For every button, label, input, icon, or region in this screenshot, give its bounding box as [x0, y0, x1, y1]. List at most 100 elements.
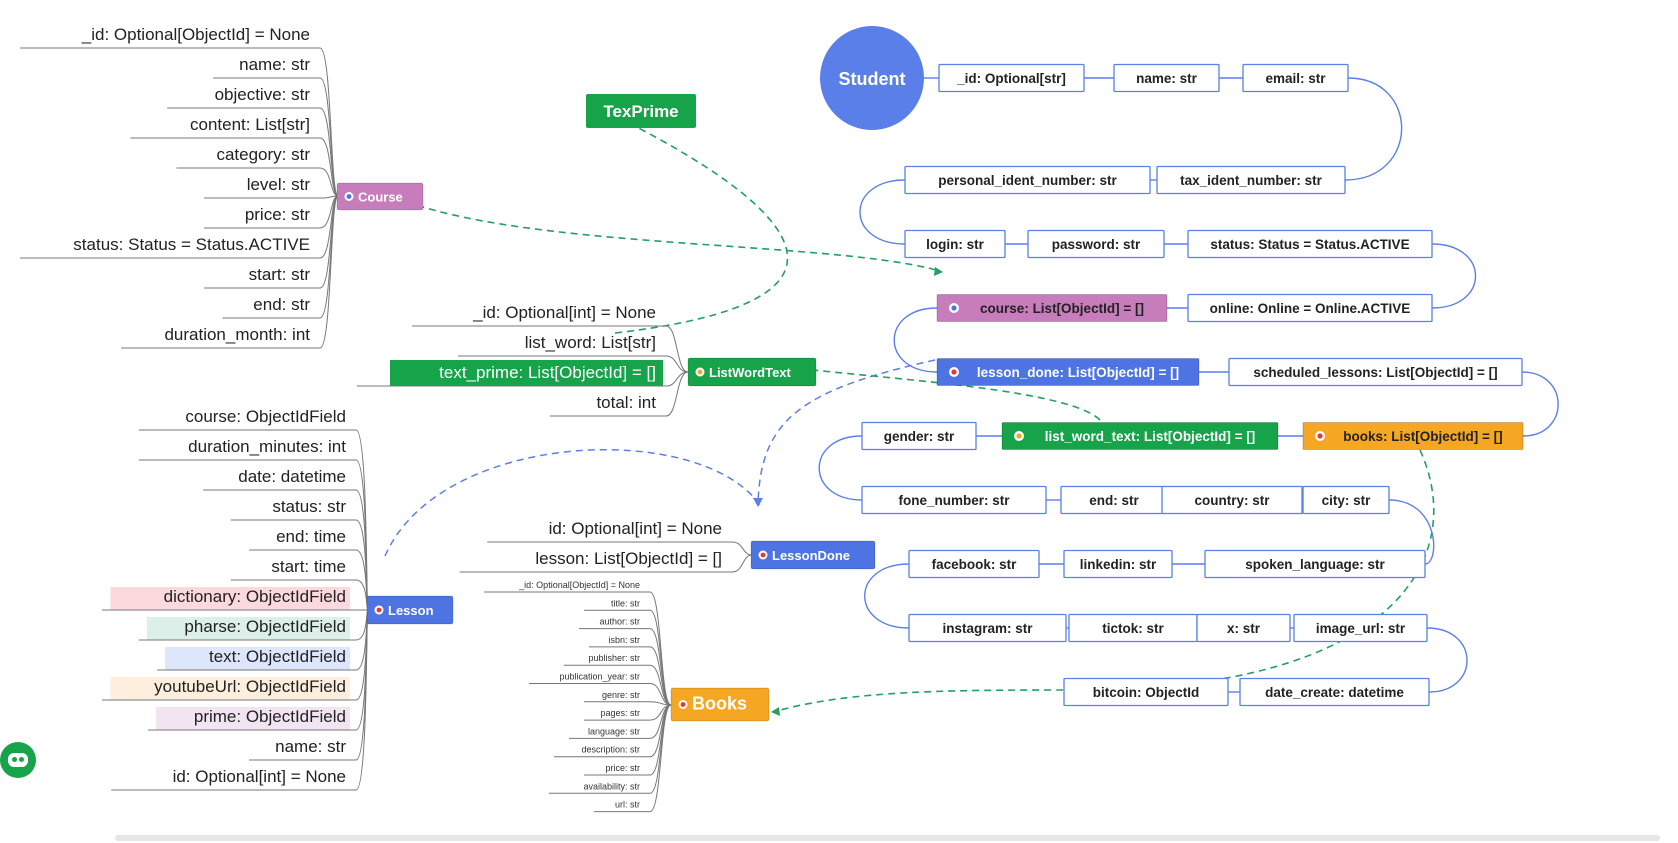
listwordtext-node-box[interactable] [687, 357, 817, 387]
student-field-box[interactable]: lesson_done: List[ObjectId] = [] [936, 358, 1200, 386]
books-field[interactable]: pages: str [600, 708, 640, 718]
student-field-rect[interactable] [1302, 422, 1524, 450]
student-field-box[interactable]: course: List[ObjectId] = [] [936, 294, 1168, 322]
books-field[interactable]: language: str [588, 726, 640, 736]
student-field-rect[interactable] [1161, 485, 1303, 515]
books-field[interactable]: price: str [605, 763, 640, 773]
assistant-bot-button[interactable] [0, 742, 36, 778]
student-field-rect[interactable] [936, 294, 1168, 322]
student-circle[interactable] [820, 26, 924, 130]
lesson-field[interactable]: duration_minutes: int [188, 437, 346, 456]
lesson-field[interactable]: course: ObjectIdField [185, 407, 346, 426]
books-field[interactable]: publication_year: str [559, 672, 640, 682]
student-field-rect[interactable] [1239, 677, 1430, 707]
lessondone-field[interactable]: lesson: List[ObjectId] = [] [535, 549, 722, 568]
course-field[interactable]: name: str [239, 55, 310, 74]
lesson-field[interactable]: end: time [276, 527, 346, 546]
lesson-node-box[interactable] [366, 595, 454, 625]
course-node-box[interactable] [336, 182, 424, 211]
student-field-box[interactable]: x: str [1196, 613, 1291, 643]
student-field-rect[interactable] [936, 358, 1200, 386]
student-field-box[interactable]: tax_ident_number: str [1156, 165, 1346, 195]
student-field-box[interactable]: login: str [904, 229, 1006, 259]
student-field-box[interactable]: password: str [1027, 229, 1165, 259]
student-field-rect[interactable] [1293, 613, 1428, 643]
student-field-box[interactable]: instagram: str [908, 613, 1067, 643]
student-field-box[interactable]: online: Online = Online.ACTIVE [1187, 293, 1433, 323]
course-field[interactable]: end: str [253, 295, 310, 314]
student-field-rect[interactable] [1187, 229, 1433, 259]
course-field[interactable]: _id: Optional[ObjectId] = None [81, 25, 310, 44]
student-field-box[interactable]: email: str [1242, 63, 1349, 93]
texprime-node[interactable]: TexPrime [586, 94, 696, 128]
books-field[interactable]: author: str [599, 617, 640, 627]
student-field-rect[interactable] [904, 165, 1151, 195]
lessondone-field[interactable]: id: Optional[int] = None [549, 519, 722, 538]
books-field[interactable]: url: str [615, 800, 640, 810]
student-field-box[interactable]: name: str [1113, 63, 1220, 93]
student-field-rect[interactable] [904, 229, 1006, 259]
student-field-box[interactable]: spoken_language: str [1204, 549, 1426, 579]
course-field[interactable]: content: List[str] [190, 115, 310, 134]
lesson-field[interactable]: status: str [272, 497, 346, 516]
books-field[interactable]: publisher: str [588, 653, 640, 663]
course-field[interactable]: price: str [245, 205, 311, 224]
books-node-box[interactable] [670, 687, 770, 722]
student-field-rect[interactable] [1302, 485, 1390, 515]
student-field-box[interactable]: bitcoin: ObjectId [1063, 677, 1229, 707]
books-field[interactable]: availability: str [583, 781, 640, 791]
student-field-rect[interactable] [1196, 613, 1291, 643]
student-field-box[interactable]: personal_ident_number: str [904, 165, 1151, 195]
texprime-node-box[interactable] [586, 94, 696, 128]
student-field-box[interactable]: status: Status = Status.ACTIVE [1187, 229, 1433, 259]
student-field-rect[interactable] [908, 549, 1040, 579]
student-field-box[interactable]: scheduled_lessons: List[ObjectId] = [] [1228, 357, 1523, 387]
books-field[interactable]: isbn: str [608, 635, 640, 645]
student-field-rect[interactable] [861, 485, 1047, 515]
listwordtext-field[interactable]: list_word: List[str] [525, 333, 656, 352]
lesson-field[interactable]: id: Optional[int] = None [173, 767, 346, 786]
books-field[interactable]: title: str [611, 598, 640, 608]
student-field-rect[interactable] [1156, 165, 1346, 195]
course-field[interactable]: level: str [247, 175, 311, 194]
course-field[interactable]: objective: str [215, 85, 311, 104]
lesson-node[interactable]: Lesson [366, 595, 454, 625]
lesson-field[interactable]: date: datetime [238, 467, 346, 486]
lessondone-node[interactable]: LessonDone [750, 540, 876, 570]
student-field-box[interactable]: list_word_text: List[ObjectId] = [] [1001, 422, 1279, 450]
student-field-box[interactable]: tictok: str [1068, 613, 1198, 643]
student-field-rect[interactable] [861, 421, 977, 451]
student-field-box[interactable]: country: str [1161, 485, 1303, 515]
books-field[interactable]: description: str [581, 745, 640, 755]
listwordtext-field[interactable]: total: int [596, 393, 656, 412]
student-field-box[interactable]: gender: str [861, 421, 977, 451]
course-field[interactable]: status: Status = Status.ACTIVE [73, 235, 310, 254]
lesson-field[interactable]: name: str [275, 737, 346, 756]
student-field-rect[interactable] [1063, 549, 1173, 579]
lessondone-node-box[interactable] [750, 540, 876, 570]
lesson-field[interactable]: start: time [271, 557, 346, 576]
lesson-field[interactable]: prime: ObjectIdField [194, 707, 346, 726]
lesson-field[interactable]: pharse: ObjectIdField [184, 617, 346, 636]
student-field-box[interactable]: image_url: str [1293, 613, 1428, 643]
books-field[interactable]: genre: str [602, 690, 640, 700]
student-field-rect[interactable] [1242, 63, 1349, 93]
student-field-rect[interactable] [908, 613, 1067, 643]
horizontal-scrollbar[interactable] [115, 835, 1660, 841]
student-field-box[interactable]: end: str [1060, 485, 1168, 515]
books-field[interactable]: _id: Optional[ObjectId] = None [518, 580, 640, 590]
course-field[interactable]: duration_month: int [164, 325, 310, 344]
listwordtext-field[interactable]: _id: Optional[int] = None [472, 303, 656, 322]
student-field-box[interactable]: facebook: str [908, 549, 1040, 579]
lesson-field[interactable]: youtubeUrl: ObjectIdField [154, 677, 346, 696]
student-field-box[interactable]: fone_number: str [861, 485, 1047, 515]
student-field-rect[interactable] [938, 63, 1085, 93]
student-field-rect[interactable] [1187, 293, 1433, 323]
lesson-field[interactable]: dictionary: ObjectIdField [164, 587, 346, 606]
lesson-field[interactable]: text: ObjectIdField [209, 647, 346, 666]
student-field-box[interactable]: linkedin: str [1063, 549, 1173, 579]
student-field-box[interactable]: city: str [1302, 485, 1390, 515]
student-field-box[interactable]: books: List[ObjectId] = [] [1302, 422, 1524, 450]
student-field-box[interactable]: date_create: datetime [1239, 677, 1430, 707]
course-field[interactable]: category: str [216, 145, 310, 164]
